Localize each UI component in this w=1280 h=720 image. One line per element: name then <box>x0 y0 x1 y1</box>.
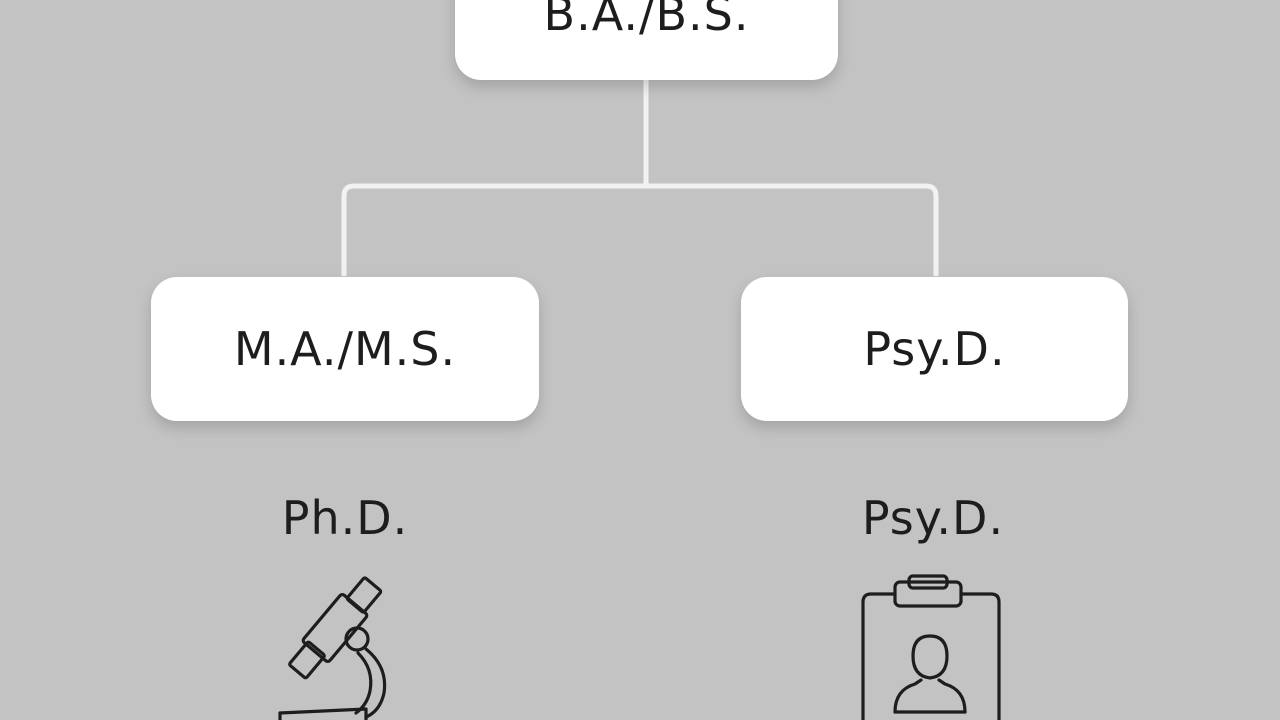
path-phd-title: Ph.D. <box>281 491 409 545</box>
clipboard-person-icon <box>855 572 1005 720</box>
path-psyd-title: Psy.D. <box>861 491 1005 545</box>
path-phd: Ph.D. <box>205 488 485 548</box>
path-psyd: Psy.D. <box>793 488 1073 548</box>
child-node-masters: M.A./M.S. <box>151 277 539 421</box>
root-node-label: B.A./B.S. <box>543 0 750 41</box>
child-node-psyd-label: Psy.D. <box>863 322 1006 376</box>
root-node: B.A./B.S. <box>455 0 838 80</box>
microscope-icon <box>270 575 400 720</box>
branch-horizontal-line <box>341 183 939 276</box>
child-node-psyd: Psy.D. <box>741 277 1128 421</box>
child-node-masters-label: M.A./M.S. <box>233 322 457 376</box>
